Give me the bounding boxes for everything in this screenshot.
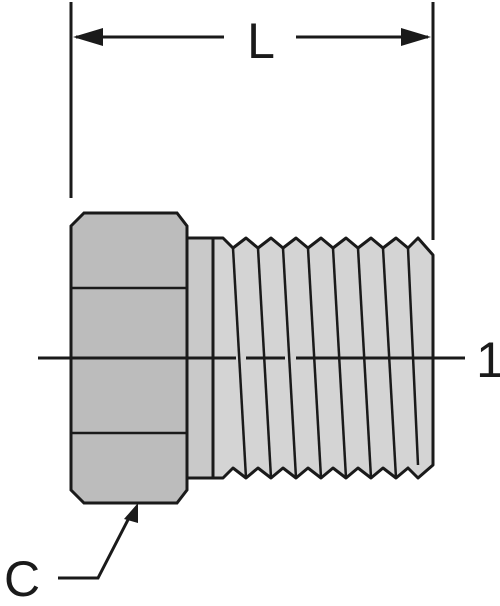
arrow-left-icon — [73, 28, 103, 46]
hex-leader — [58, 503, 138, 580]
port-label: 1 — [476, 332, 500, 388]
arrow-right-icon — [401, 28, 431, 46]
hex-label: C — [4, 551, 40, 606]
length-label: L — [247, 13, 275, 69]
length-dimension-line — [73, 28, 431, 46]
leader-arrow-icon — [124, 503, 138, 523]
